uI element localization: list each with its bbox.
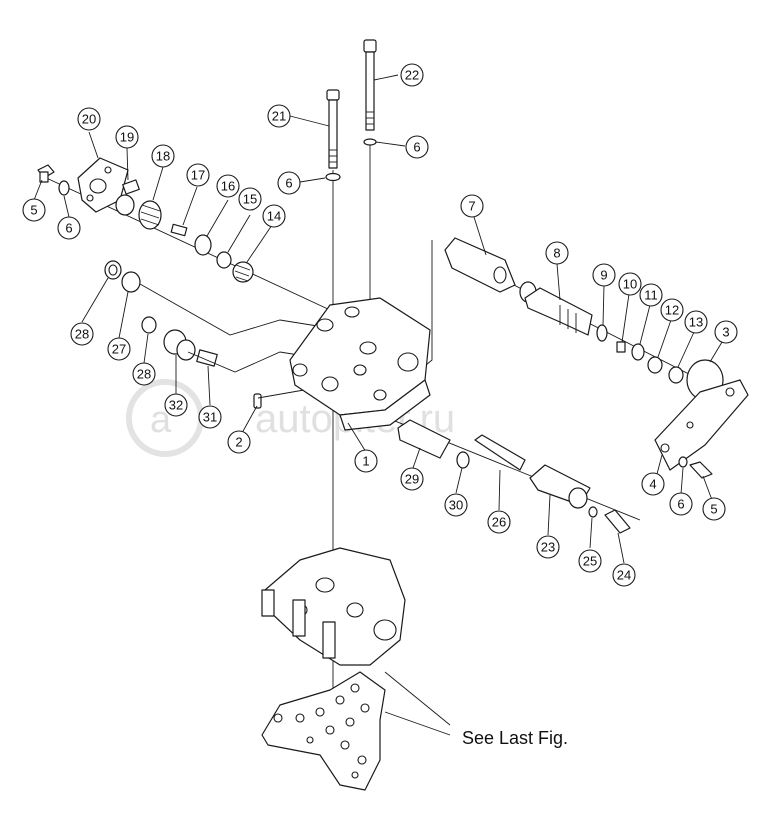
- svg-text:26: 26: [492, 515, 506, 530]
- svg-text:4: 4: [649, 477, 656, 492]
- washer-6: [325, 172, 341, 182]
- callout-20: 20: [77, 107, 101, 131]
- svg-text:6: 6: [65, 221, 72, 236]
- left-cover-group: [37, 157, 254, 283]
- callout-9: 9: [592, 263, 616, 287]
- svg-text:21: 21: [272, 109, 286, 124]
- callout-8: 8: [545, 241, 569, 265]
- svg-text:5: 5: [30, 203, 37, 218]
- see-last-fig-note: See Last Fig.: [384, 671, 568, 748]
- svg-text:28: 28: [137, 367, 151, 382]
- svg-text:10: 10: [623, 277, 637, 292]
- callout-5: 5: [702, 497, 726, 521]
- right-spool-group: [444, 237, 749, 479]
- callout-leaders: [33, 74, 723, 564]
- svg-text:7: 7: [468, 199, 475, 214]
- callout-23: 23: [536, 535, 560, 559]
- callout-1: 1: [354, 449, 378, 473]
- callout-32: 32: [164, 393, 188, 417]
- callout-22: 22: [400, 63, 424, 87]
- valve-body-1: [289, 297, 431, 431]
- svg-text:22: 22: [405, 68, 419, 83]
- callout-16: 16: [216, 174, 240, 198]
- svg-text:28: 28: [75, 327, 89, 342]
- svg-text:29: 29: [405, 472, 419, 487]
- callout-2: 2: [227, 430, 251, 454]
- callout-25: 25: [578, 549, 602, 573]
- svg-text:23: 23: [541, 540, 555, 555]
- callout-15: 15: [238, 187, 262, 211]
- callout-6: 6: [57, 216, 81, 240]
- callout-21: 21: [267, 104, 291, 128]
- callout-6: 6: [405, 135, 429, 159]
- callout-4: 4: [641, 472, 665, 496]
- callout-3: 3: [714, 320, 738, 344]
- callout-14: 14: [262, 204, 286, 228]
- washer-6: [363, 138, 377, 146]
- callout-12: 12: [660, 298, 684, 322]
- callout-28: 28: [132, 362, 156, 386]
- svg-text:16: 16: [221, 179, 235, 194]
- svg-text:6: 6: [677, 497, 684, 512]
- callout-11: 11: [639, 283, 663, 307]
- callout-29: 29: [400, 467, 424, 491]
- svg-text:6: 6: [285, 176, 292, 191]
- lower-valve-body: [261, 547, 406, 666]
- callouts: 1 2 3 4 5 5 6 6 6 6 7 8 9 10 11 12 13 14…: [22, 63, 738, 587]
- svg-text:17: 17: [191, 168, 205, 183]
- svg-text:19: 19: [120, 130, 134, 145]
- svg-text:12: 12: [665, 303, 679, 318]
- callout-31: 31: [198, 405, 222, 429]
- separator-plate: [261, 671, 386, 791]
- bolt-22: [363, 39, 377, 131]
- callout-19: 19: [115, 125, 139, 149]
- svg-text:32: 32: [169, 398, 183, 413]
- callout-27: 27: [107, 337, 131, 361]
- callout-6: 6: [669, 492, 693, 516]
- svg-text:25: 25: [583, 554, 597, 569]
- svg-text:11: 11: [644, 288, 658, 303]
- svg-text:5: 5: [710, 502, 717, 517]
- right-lower-group: [397, 419, 631, 534]
- svg-text:15: 15: [243, 192, 257, 207]
- callout-7: 7: [460, 194, 484, 218]
- callout-5: 5: [22, 198, 46, 222]
- callout-26: 26: [487, 510, 511, 534]
- svg-text:8: 8: [553, 246, 560, 261]
- svg-text:13: 13: [689, 315, 703, 330]
- callout-28: 28: [70, 322, 94, 346]
- callout-6: 6: [277, 171, 301, 195]
- svg-text:18: 18: [156, 149, 170, 164]
- svg-text:2: 2: [235, 435, 242, 450]
- svg-text:20: 20: [82, 112, 96, 127]
- svg-text:24: 24: [617, 568, 631, 583]
- see-last-fig-label: See Last Fig.: [462, 728, 568, 748]
- callout-10: 10: [618, 272, 642, 296]
- svg-text:3: 3: [722, 325, 729, 340]
- svg-text:30: 30: [449, 498, 463, 513]
- callout-18: 18: [151, 144, 175, 168]
- callout-30: 30: [444, 493, 468, 517]
- callout-13: 13: [684, 310, 708, 334]
- svg-text:31: 31: [203, 410, 217, 425]
- svg-text:14: 14: [267, 209, 281, 224]
- svg-text:27: 27: [112, 342, 126, 357]
- svg-text:1: 1: [362, 454, 369, 469]
- bolt-21: [326, 89, 340, 169]
- svg-text:9: 9: [600, 268, 607, 283]
- svg-text:6: 6: [413, 140, 420, 155]
- callout-24: 24: [612, 563, 636, 587]
- callout-17: 17: [186, 163, 210, 187]
